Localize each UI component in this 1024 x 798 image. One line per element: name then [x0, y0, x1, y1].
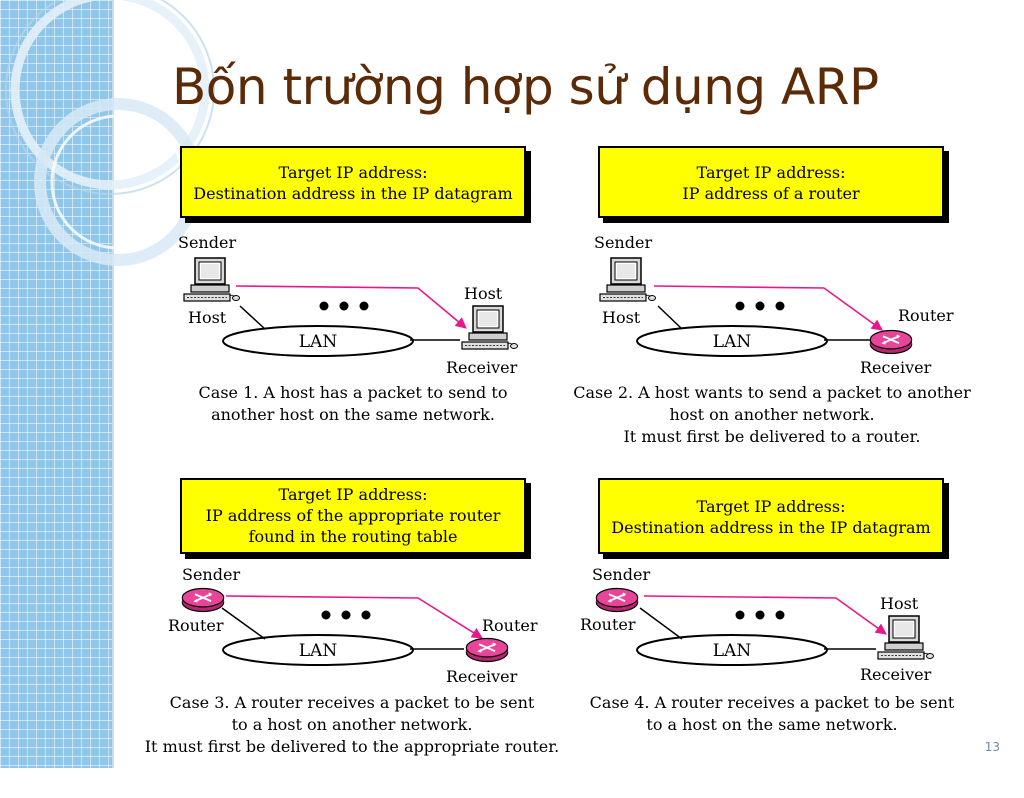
sender-label: Sender [178, 233, 237, 252]
ellipsis-dot [755, 610, 765, 620]
case-3-target-box: Target IP address: IP address of the app… [180, 478, 526, 554]
case-2-target-box: Target IP address: IP address of a route… [598, 146, 944, 218]
lan-label: LAN [299, 332, 338, 352]
ellipsis-dot [341, 610, 351, 620]
sender-device-label: Router [168, 616, 224, 635]
computer-icon [877, 615, 935, 660]
lan-ellipse [636, 325, 828, 357]
caption-line: to a host on the same network. [646, 715, 898, 734]
box-line: Destination address in the IP datagram [193, 184, 513, 203]
caption-line: Case 2. A host wants to send a packet to… [573, 383, 971, 402]
ellipsis-dot [775, 301, 785, 311]
computer-icon [183, 257, 241, 302]
box-line: found in the routing table [248, 527, 458, 546]
ellipsis-dot [319, 301, 329, 311]
box-line: Destination address in the IP datagram [611, 518, 931, 537]
case-1-caption: Case 1. A host has a packet to send to a… [160, 382, 546, 426]
sidebar-edge [112, 0, 114, 768]
router-icon [181, 587, 225, 613]
sender-device-label: Router [580, 615, 636, 634]
receiver-label: Receiver [446, 358, 518, 377]
case-2-panel: Target IP address: IP address of a route… [573, 146, 998, 466]
ellipsis-dot [735, 610, 745, 620]
arp-arrow [235, 285, 467, 329]
lan-label: LAN [713, 332, 752, 352]
receiver-device-label: Router [898, 306, 954, 325]
case-3-diagram: LAN [181, 587, 509, 666]
case-3-caption: Case 3. A router receives a packet to be… [134, 692, 570, 758]
case-4-panel: Target IP address: Destination address i… [578, 478, 998, 798]
caption-line: host on another network. [669, 405, 875, 424]
receiver-device-label: Host [464, 284, 503, 303]
receiver-device-label: Router [482, 616, 538, 635]
ellipsis-dot [755, 301, 765, 311]
lan-link [239, 305, 266, 330]
lan-link [639, 607, 683, 640]
lan-label: LAN [713, 641, 752, 661]
case-2-diagram: LAN [599, 257, 913, 357]
ellipsis-dot [339, 301, 349, 311]
receiver-label: Receiver [860, 358, 932, 377]
caption-line: to a host on another network. [231, 715, 473, 734]
box-line: Target IP address: [696, 497, 846, 516]
sender-device-label: Host [602, 308, 641, 327]
lan-link [657, 305, 683, 330]
caption-line: another host on the same network. [211, 405, 495, 424]
caption-line: Case 3. A router receives a packet to be… [169, 693, 535, 712]
box-line: Target IP address: [278, 163, 428, 182]
computer-icon [461, 305, 519, 350]
case-3-panel: Target IP address: IP address of the app… [145, 478, 580, 798]
case-1-diagram: LAN [183, 257, 519, 357]
caption-line: It must first be delivered to the approp… [144, 737, 560, 756]
lan-link [221, 607, 266, 640]
box-line: IP address of the appropriate router [205, 506, 501, 525]
lan-label: LAN [299, 641, 338, 661]
page-title: Bốn trường hợp sử dụng ARP [172, 58, 879, 116]
case-2-caption: Case 2. A host wants to send a packet to… [566, 382, 978, 448]
arp-arrow [653, 285, 883, 331]
receiver-device-label: Host [880, 594, 919, 613]
arp-arrow [225, 595, 483, 639]
router-icon [595, 587, 639, 613]
slide-number: 13 [984, 740, 1000, 754]
sender-device-label: Host [188, 308, 227, 327]
router-icon [869, 329, 913, 355]
ellipsis-dot [321, 610, 331, 620]
sender-label: Sender [594, 233, 653, 252]
case-4-target-box: Target IP address: Destination address i… [598, 478, 944, 554]
caption-line: It must first be delivered to a router. [623, 427, 921, 446]
lan-ellipse [636, 634, 828, 666]
case-4-diagram: LAN [595, 587, 935, 666]
box-line: Target IP address: [278, 485, 428, 504]
sender-label: Sender [182, 565, 241, 584]
box-line: IP address of a router [682, 184, 860, 203]
receiver-label: Receiver [446, 667, 518, 686]
lan-ellipse [222, 325, 414, 357]
ellipsis-dot [361, 610, 371, 620]
box-line: Target IP address: [696, 163, 846, 182]
sender-label: Sender [592, 565, 651, 584]
arp-arrow [643, 595, 887, 635]
computer-icon [599, 257, 657, 302]
case-1-target-box: Target IP address: Destination address i… [180, 146, 526, 218]
receiver-label: Receiver [860, 665, 932, 684]
lan-ellipse [222, 634, 414, 666]
router-icon [465, 637, 509, 663]
ellipsis-dot [359, 301, 369, 311]
caption-line: Case 4. A router receives a packet to be… [589, 693, 955, 712]
case-4-caption: Case 4. A router receives a packet to be… [574, 692, 970, 736]
caption-line: Case 1. A host has a packet to send to [198, 383, 508, 402]
ellipsis-dot [775, 610, 785, 620]
ellipsis-dot [735, 301, 745, 311]
case-1-panel: Target IP address: Destination address i… [160, 146, 580, 466]
